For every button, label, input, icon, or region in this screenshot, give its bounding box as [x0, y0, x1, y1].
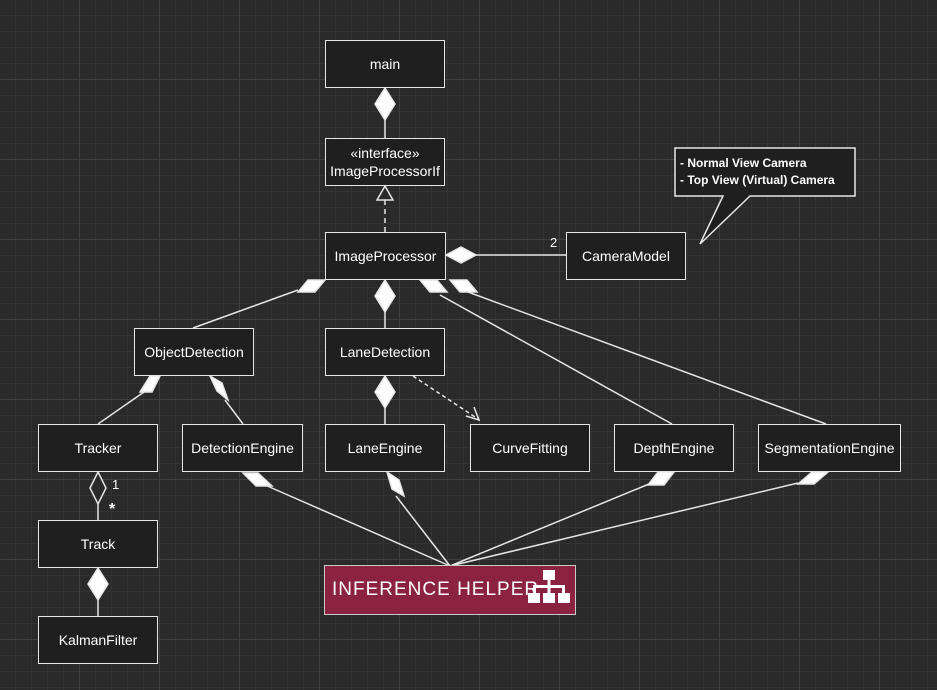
class-detectionengine[interactable]: DetectionEngine [182, 424, 303, 472]
multiplicity-track-many: * [109, 501, 116, 518]
composition-diamond-icon [241, 472, 274, 487]
class-curvefitting-label: CurveFitting [492, 440, 568, 456]
multiplicity-tracker-one: 1 [112, 477, 120, 492]
note-callout [674, 147, 856, 245]
edge-imageprocessor-objectdetection [192, 289, 299, 329]
composition-diamond-icon [208, 374, 230, 403]
multiplicity-camera: 2 [550, 235, 558, 250]
class-objectdetection-label: ObjectDetection [144, 344, 244, 360]
edge-lanedetection-curvefitting [412, 375, 479, 420]
composition-diamond-icon [296, 279, 327, 293]
class-segmentationengine-label: SegmentationEngine [764, 440, 895, 456]
composition-diamond-icon [138, 375, 162, 393]
class-kalmanfilter[interactable]: KalmanFilter [38, 616, 158, 664]
class-laneengine[interactable]: LaneEngine [325, 424, 445, 472]
class-objectdetection[interactable]: ObjectDetection [134, 328, 254, 376]
class-tracker[interactable]: Tracker [38, 424, 158, 472]
composition-diamond-icon [385, 470, 406, 498]
edge-imageprocessor-segmentationengine [467, 291, 827, 425]
interface-stereotype: «interface» [350, 145, 420, 161]
hierarchy-icon [528, 570, 570, 603]
class-track[interactable]: Track [38, 520, 158, 568]
composition-diamond-icon [444, 246, 478, 264]
composition-diamond-icon [448, 279, 479, 293]
class-depthengine[interactable]: DepthEngine [614, 424, 734, 472]
aggregation-diamond-icon [89, 470, 107, 506]
edge-objectdetection-detectionengine [224, 399, 244, 425]
class-lanedetection-label: LaneDetection [339, 344, 431, 360]
class-imageprocessorif-label: ImageProcessorIf [330, 163, 440, 179]
edge-laneengine-helper [395, 495, 451, 567]
class-main-label: main [369, 56, 401, 72]
composition-diamond-icon [374, 374, 396, 410]
edge-objectdetection-tracker [97, 391, 145, 425]
class-curvefitting[interactable]: CurveFitting [470, 424, 590, 472]
class-imageprocessor[interactable]: ImageProcessor [325, 232, 446, 280]
class-kalmanfilter-label: KalmanFilter [58, 632, 138, 648]
note-line-2: - Top View (Virtual) Camera [680, 173, 835, 187]
class-tracker-label: Tracker [74, 440, 122, 456]
composition-diamond-icon [418, 279, 449, 293]
composition-diamond-icon [87, 566, 109, 602]
composition-diamond-icon [795, 471, 831, 485]
class-lanedetection[interactable]: LaneDetection [325, 328, 445, 376]
composition-diamond-icon [374, 86, 396, 122]
class-imageprocessor-label: ImageProcessor [334, 248, 437, 264]
realization-triangle-icon [375, 184, 395, 201]
edge-depthengine-helper [449, 483, 650, 567]
class-detectionengine-label: DetectionEngine [191, 440, 294, 456]
edge-segmentationengine-helper [449, 482, 799, 567]
composition-diamond-icon [374, 278, 396, 314]
edge-imageprocessor-depthengine [439, 294, 673, 425]
composition-diamond-icon [646, 471, 676, 486]
note-line-1: - Normal View Camera [680, 156, 807, 170]
edge-detectionengine-helper [264, 484, 451, 567]
class-imageprocessorif[interactable]: «interface» ImageProcessorIf [325, 138, 445, 186]
class-segmentationengine[interactable]: SegmentationEngine [758, 424, 901, 472]
dependency-arrow-icon [465, 406, 481, 422]
class-track-label: Track [80, 536, 116, 552]
class-cameramodel-label: CameraModel [582, 248, 670, 264]
inference-helper-label: INFERENCE HELPER [332, 579, 540, 600]
class-laneengine-label: LaneEngine [347, 440, 423, 456]
class-cameramodel[interactable]: CameraModel [566, 232, 686, 280]
class-main[interactable]: main [325, 40, 445, 88]
class-depthengine-label: DepthEngine [633, 440, 715, 456]
